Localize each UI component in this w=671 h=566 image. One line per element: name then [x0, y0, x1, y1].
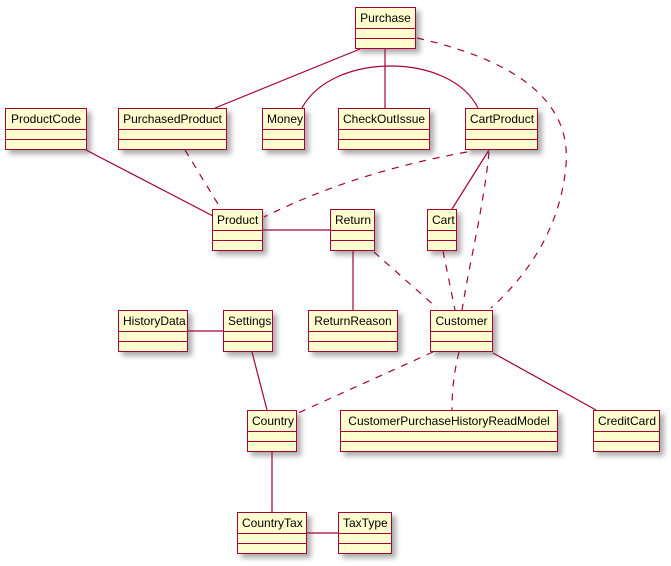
class-name-label: Purchase [360, 11, 411, 25]
class-node-customer[interactable]: Customer [430, 310, 493, 352]
edge-settings-country [251, 351, 268, 411]
methods-compartment [428, 240, 456, 250]
attributes-compartment [428, 230, 456, 240]
class-node-return[interactable]: Return [330, 209, 375, 251]
class-node-purchase[interactable]: Purchase [355, 7, 416, 49]
class-node-creditcard[interactable]: CreditCard [593, 410, 660, 452]
class-name-label: PurchasedProduct [123, 112, 222, 126]
class-name-label: Return [335, 213, 372, 227]
edge-purchase-purchasedproduct [214, 48, 361, 109]
methods-compartment [224, 341, 272, 351]
methods-compartment [238, 543, 306, 553]
class-name-label: Cart [432, 213, 455, 227]
class-name-label: HistoryData [123, 314, 186, 328]
methods-compartment [431, 341, 492, 351]
edge-customer-creditcard [492, 352, 597, 411]
methods-compartment [119, 341, 187, 351]
class-node-returnreason[interactable]: ReturnReason [308, 310, 398, 352]
class-name-label: Money [267, 112, 304, 126]
methods-compartment [594, 441, 659, 451]
methods-compartment [356, 38, 415, 48]
attributes-compartment [341, 431, 557, 441]
methods-compartment [119, 139, 226, 149]
methods-compartment [339, 543, 391, 553]
edge-purchase-customer [416, 37, 567, 309]
class-name-label: TaxType [343, 516, 388, 530]
class-node-historydata[interactable]: HistoryData [118, 310, 188, 352]
edge-customer-country [297, 351, 434, 414]
class-name-label: Country [252, 414, 295, 428]
attributes-compartment [119, 331, 187, 341]
class-node-checkoutissue[interactable]: CheckOutIssue [338, 108, 430, 150]
attributes-compartment [594, 431, 659, 441]
attributes-compartment [331, 230, 374, 240]
attributes-compartment [339, 533, 391, 543]
class-name-label: CreditCard [598, 414, 657, 428]
methods-compartment [466, 139, 537, 149]
class-node-customerpurchasehistoryreadmodel[interactable]: CustomerPurchaseHistoryReadModel [340, 410, 558, 452]
methods-compartment [6, 139, 86, 149]
attributes-compartment [431, 331, 492, 341]
class-node-country[interactable]: Country [247, 410, 297, 452]
class-name-label: ReturnReason [314, 314, 392, 328]
class-name-label: CartProduct [470, 112, 535, 126]
class-name-label: Product [217, 213, 259, 227]
class-name-label: ProductCode [10, 112, 82, 126]
attributes-compartment [263, 129, 304, 139]
edge-cartproduct-product [263, 151, 468, 218]
class-node-cartproduct[interactable]: CartProduct [465, 108, 538, 150]
class-node-settings[interactable]: Settings [223, 310, 273, 352]
edge-purchasedproduct-product [184, 149, 222, 210]
attributes-compartment [6, 129, 86, 139]
edge-productcode-product [85, 149, 214, 217]
attributes-compartment [356, 28, 415, 38]
class-node-taxtype[interactable]: TaxType [338, 512, 392, 554]
edge-customer-customerpurchasehistoryreadmodel [451, 351, 460, 411]
class-name-label: Customer [435, 314, 488, 328]
methods-compartment [339, 139, 429, 149]
class-node-purchasedproduct[interactable]: PurchasedProduct [118, 108, 227, 150]
edge-money-cartproduct [301, 65, 479, 109]
methods-compartment [309, 341, 397, 351]
class-node-product[interactable]: Product [212, 209, 263, 251]
attributes-compartment [339, 129, 429, 139]
methods-compartment [263, 139, 304, 149]
edge-cartproduct-cart [451, 149, 490, 210]
methods-compartment [213, 240, 262, 250]
methods-compartment [248, 441, 296, 451]
class-name-label: CustomerPurchaseHistoryReadModel [348, 414, 550, 428]
class-name-label: CountryTax [242, 516, 303, 530]
edge-cart-customer [442, 250, 456, 311]
class-node-productcode[interactable]: ProductCode [5, 108, 87, 150]
methods-compartment [331, 240, 374, 250]
methods-compartment [341, 441, 557, 451]
attributes-compartment [248, 431, 296, 441]
attributes-compartment [224, 331, 272, 341]
class-node-money[interactable]: Money [262, 108, 305, 150]
attributes-compartment [119, 129, 226, 139]
attributes-compartment [466, 129, 537, 139]
attributes-compartment [213, 230, 262, 240]
class-node-countrytax[interactable]: CountryTax [237, 512, 307, 554]
class-node-cart[interactable]: Cart [427, 209, 457, 251]
attributes-compartment [238, 533, 306, 543]
edge-cartproduct-customer [461, 151, 490, 311]
class-name-label: CheckOutIssue [343, 112, 426, 126]
class-name-label: Settings [228, 314, 272, 328]
attributes-compartment [309, 331, 397, 341]
edge-return-customer [373, 251, 438, 309]
